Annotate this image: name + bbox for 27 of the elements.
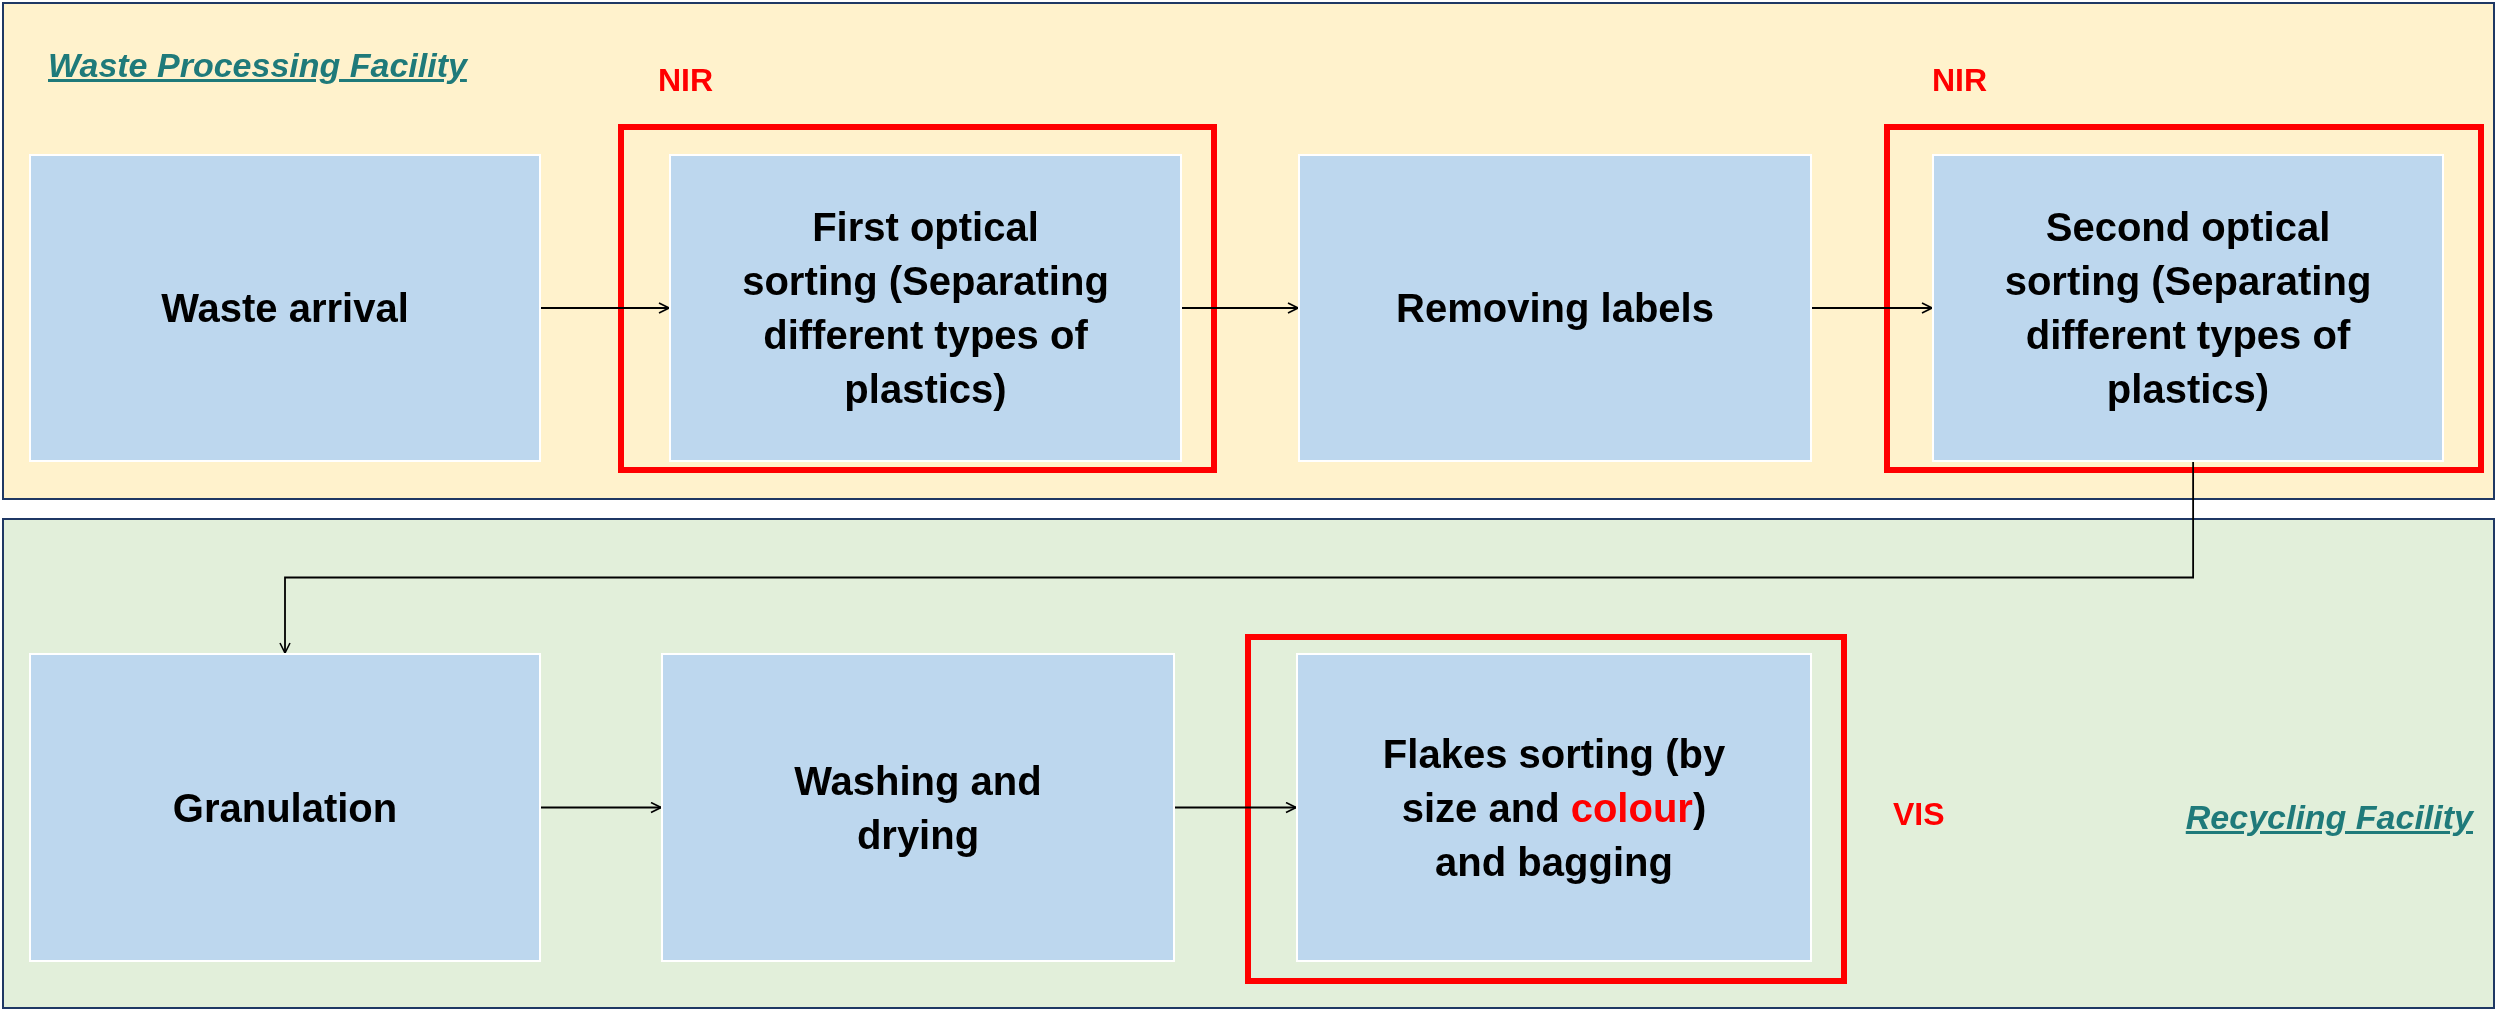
process-box [661,653,1175,962]
facility-panel [2,2,2495,500]
arrow [279,461,2194,654]
arrow [1811,302,1933,314]
process-text: Washing and drying [793,757,1043,859]
process-box [669,154,1182,462]
process-box [29,653,541,962]
arrow [1174,801,1297,814]
process-text: Granulation [171,784,399,832]
process-text: Removing labels [1395,285,1715,332]
process-box [29,154,541,462]
sensor-label: VIS [1893,796,1945,833]
process-box [1298,154,1812,462]
process-text: Second optical sorting (Separating different types of plastics) [2003,204,2373,413]
process-box [1296,653,1812,962]
sensor-label: NIR [1932,62,1988,99]
sensor-label: NIR [658,62,714,99]
process-box [1932,154,2444,462]
arrow [540,302,670,314]
process-text: First optical sorting (Separating different types of plastics) [741,204,1110,413]
facility-panel [2,518,2495,1009]
arrow [540,801,662,814]
process-text: Waste arrival [160,285,410,332]
facility-title: Waste Processing Facility [48,46,467,85]
process-text: Flakes sorting (by size and colour) and bagging [1381,730,1727,886]
arrow [1181,302,1299,314]
facility-title: Recycling Facility [2185,798,2473,837]
